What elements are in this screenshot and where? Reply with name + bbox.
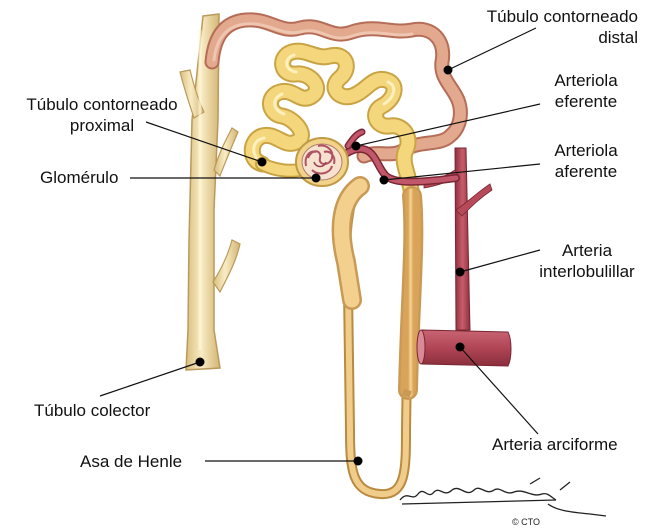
- label-arcuate-artery: Arteria arciforme: [492, 434, 618, 455]
- label-afferent-arteriole: Arteriola aferente: [534, 140, 638, 182]
- label-efferent-arteriole: Arteriola eferente: [534, 70, 638, 112]
- label-proximal-line1: Túbulo contorneado: [4, 94, 200, 115]
- label-proximal-tubule: Túbulo contorneado proximal: [4, 94, 200, 136]
- label-distal-tubule: Túbulo contorneado distal: [440, 6, 638, 48]
- label-efferent-line2: eferente: [534, 91, 638, 112]
- label-dots: [196, 66, 465, 466]
- label-arcuate-text: Arteria arciforme: [492, 434, 618, 455]
- label-afferent-line1: Arteriola: [534, 140, 638, 161]
- label-distal-line1: Túbulo contorneado: [440, 6, 638, 27]
- label-glomerulus: Glomérulo: [40, 167, 118, 188]
- label-efferent-line1: Arteriola: [534, 70, 638, 91]
- label-henle-text: Asa de Henle: [80, 451, 182, 472]
- loop-of-henle: [342, 186, 414, 494]
- label-interlobular-artery: Arteria interlobulillar: [528, 240, 646, 282]
- label-collecting-text: Túbulo colector: [34, 400, 150, 421]
- glomerulus: [296, 138, 348, 186]
- label-proximal-line2: proximal: [4, 115, 200, 136]
- copyright-credit: © CTO: [512, 517, 540, 527]
- label-interlobular-line1: Arteria: [528, 240, 646, 261]
- label-loop-of-henle: Asa de Henle: [80, 451, 182, 472]
- artist-signature: [400, 478, 606, 516]
- label-collecting-tubule: Túbulo colector: [34, 400, 150, 421]
- label-distal-line2: distal: [440, 27, 638, 48]
- label-glomerulus-text: Glomérulo: [40, 167, 118, 188]
- label-afferent-line2: aferente: [534, 161, 638, 182]
- label-interlobular-line2: interlobulillar: [528, 261, 646, 282]
